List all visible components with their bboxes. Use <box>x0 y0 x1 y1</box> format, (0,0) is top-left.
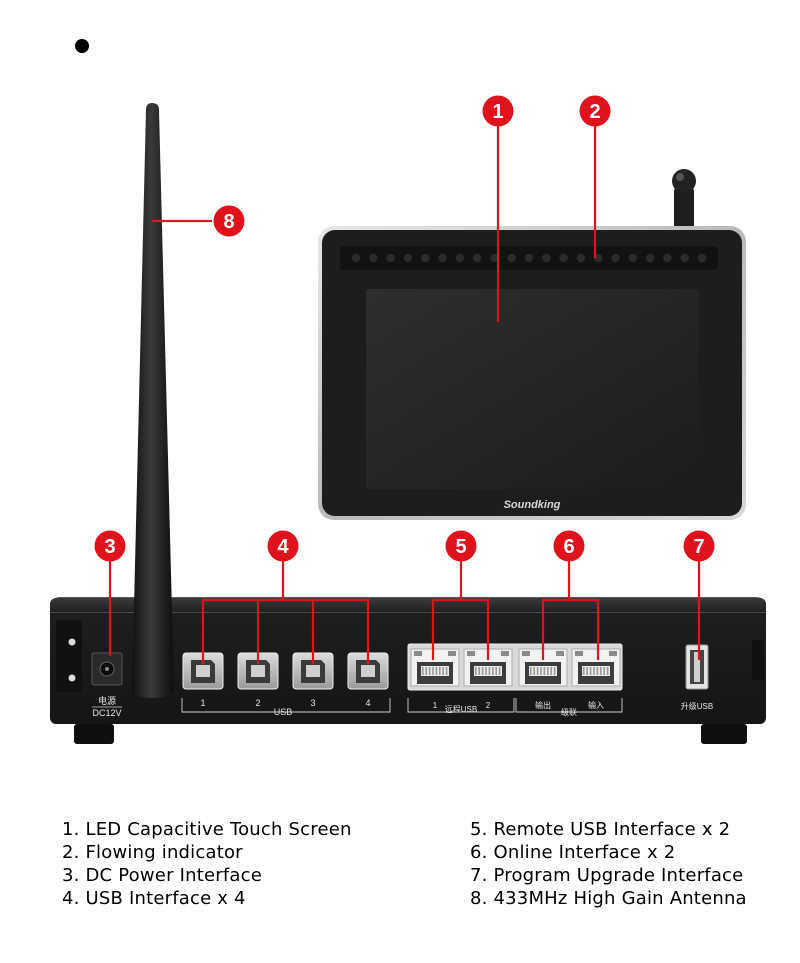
usb-port-4 <box>347 652 389 690</box>
brand-logo: Soundking <box>504 499 561 511</box>
input-label: 输入 <box>588 700 604 710</box>
bullet-dot <box>75 39 89 53</box>
callout-badge-5: 5 <box>445 530 477 562</box>
legend-item: 2. Flowing indicator <box>62 842 243 863</box>
power-label-voltage: DC12V <box>92 708 121 718</box>
legend-item: 4. USB Interface x 4 <box>62 888 246 909</box>
led-dot <box>438 253 447 263</box>
led-dot <box>455 253 464 263</box>
led-dot <box>369 253 378 263</box>
cascade-input-port <box>571 648 621 687</box>
callout-number: 3 <box>104 536 115 558</box>
led-dot <box>507 253 516 263</box>
led-dot <box>628 253 637 263</box>
led-dot <box>645 253 655 263</box>
legend-item: 5. Remote USB Interface x 2 <box>470 819 731 840</box>
usb-number-1: 1 <box>200 698 205 708</box>
callout-badge-3: 3 <box>94 530 126 562</box>
usb-group-label: USB <box>274 707 293 717</box>
led-dot <box>663 253 672 263</box>
callout-badge-6: 6 <box>553 530 585 562</box>
callout-number: 7 <box>693 536 704 558</box>
led-dot <box>576 253 586 263</box>
led-dot <box>403 253 413 263</box>
led-dot <box>559 253 568 263</box>
led-dot <box>680 253 689 263</box>
callout-number: 1 <box>492 101 503 123</box>
callout-lines <box>108 122 701 664</box>
touch-screen[interactable] <box>366 289 699 489</box>
led-dot <box>421 253 430 263</box>
led-dot <box>611 253 620 263</box>
usb-number-2: 2 <box>255 698 260 708</box>
touch-screen-unit: Soundking <box>318 169 746 520</box>
callout-badge-2: 2 <box>579 95 611 127</box>
antenna <box>132 103 174 698</box>
led-dot <box>697 253 707 263</box>
legend-item: 7. Program Upgrade Interface <box>470 865 744 886</box>
led-dot <box>490 253 499 263</box>
remote-usb-port-1 <box>410 648 460 687</box>
upgrade-usb-port <box>685 644 709 690</box>
callout-number: 4 <box>277 536 289 558</box>
legend-item: 6. Online Interface x 2 <box>470 842 676 863</box>
led-dot <box>542 253 551 263</box>
legend-item: 8. 433MHz High Gain Antenna <box>470 888 747 909</box>
callout-number: 5 <box>455 536 466 558</box>
remote-number-2: 2 <box>486 701 491 710</box>
callout-number: 6 <box>563 536 574 558</box>
led-dot <box>524 253 534 263</box>
callout-number: 8 <box>223 211 234 233</box>
output-label: 输出 <box>535 700 551 710</box>
callout-badges: 1 2 3 4 5 6 7 8 <box>94 95 715 562</box>
remote-number-1: 1 <box>433 701 438 710</box>
dc-power-jack <box>91 652 123 686</box>
callout-badge-8: 8 <box>213 205 245 237</box>
callout-badge-1: 1 <box>482 95 514 127</box>
callout-badge-7: 7 <box>683 530 715 562</box>
cascade-label: 级联 <box>561 707 577 717</box>
usb-number-3: 3 <box>310 698 315 708</box>
legend-item: 3. DC Power Interface <box>62 865 262 886</box>
legend-right-column: 5. Remote USB Interface x 2 6. Online In… <box>470 818 747 910</box>
power-label-cn: 电源 <box>98 695 116 706</box>
led-dot <box>472 253 482 263</box>
upgrade-usb-label: 升级USB <box>681 701 713 711</box>
usb-number-4: 4 <box>365 698 370 708</box>
callout-badge-4: 4 <box>267 530 299 562</box>
callout-number: 2 <box>589 101 600 123</box>
led-dot <box>386 253 395 263</box>
usb-port-3 <box>292 652 334 690</box>
legend-left-column: 1. LED Capacitive Touch Screen 2. Flowin… <box>62 818 352 910</box>
legend-item: 1. LED Capacitive Touch Screen <box>62 819 352 840</box>
usb-port-2 <box>237 652 279 690</box>
led-dot <box>351 253 361 263</box>
remote-usb-label: 远程USB <box>445 705 477 714</box>
